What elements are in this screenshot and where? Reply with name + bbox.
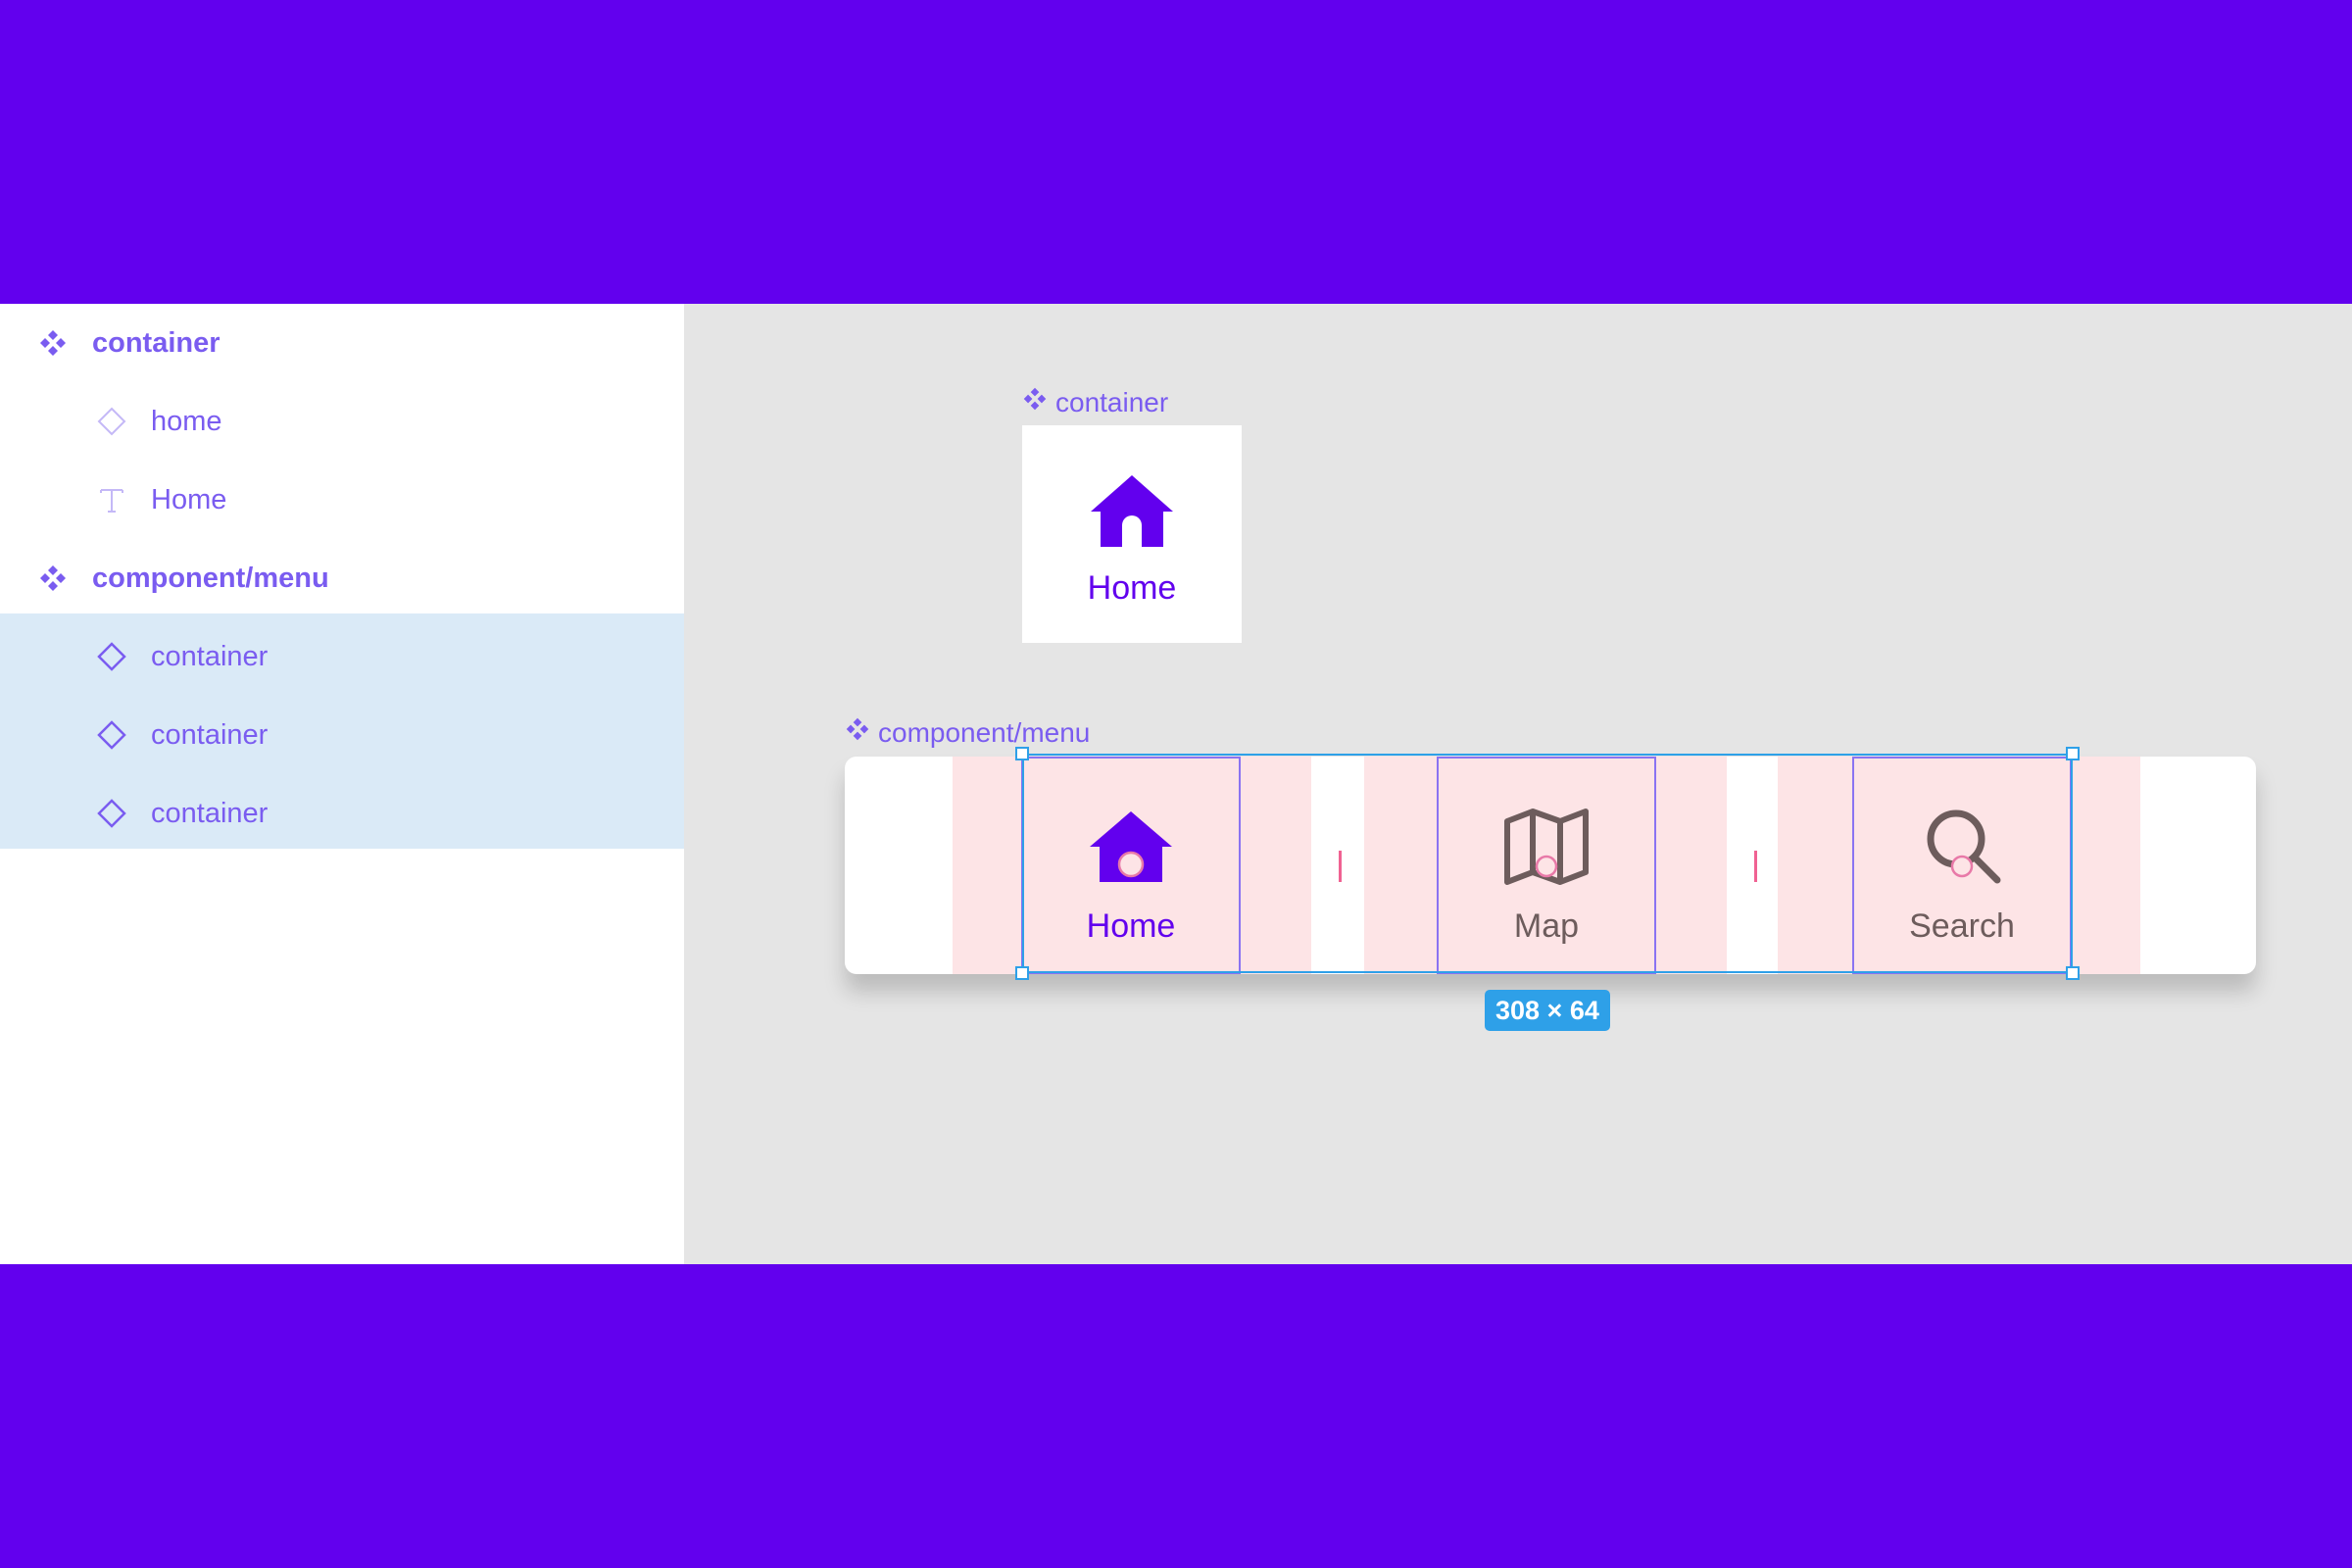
layer-label: container <box>92 326 220 359</box>
menu-item-map[interactable]: Map <box>1437 757 1656 974</box>
selection-size-badge: 308 × 64 <box>1485 990 1610 1031</box>
layer-container-1[interactable]: container <box>0 617 684 696</box>
design-canvas[interactable]: container Home component/menu <box>684 304 2352 1264</box>
container-frame-label[interactable]: container <box>1022 386 1168 418</box>
frame-label-text: component/menu <box>878 716 1091 748</box>
spacing-marker <box>1339 851 1342 882</box>
menu-item-label: Home <box>1086 907 1176 945</box>
instance-icon <box>92 637 131 676</box>
layer-home-text[interactable]: Home <box>0 461 684 539</box>
instance-icon <box>92 794 131 833</box>
resize-handle-bottom-right[interactable] <box>2066 966 2080 980</box>
layer-container-3[interactable]: container <box>0 774 684 853</box>
search-icon <box>1915 800 2009 894</box>
resize-handle-top-right[interactable] <box>2066 747 2080 760</box>
padding-right <box>2070 757 2140 974</box>
gap-1-left <box>1241 757 1311 974</box>
menu-frame[interactable]: Home Map Search <box>845 757 2256 974</box>
gap-2-right <box>1778 757 1852 974</box>
layer-container-2[interactable]: container <box>0 696 684 774</box>
container-item-label: Home <box>1087 569 1177 607</box>
resize-handle-top-left[interactable] <box>1015 747 1029 760</box>
frame-label-text: container <box>1055 386 1169 417</box>
home-icon <box>1084 800 1178 894</box>
component-icon <box>33 323 73 363</box>
layer-label: component/menu <box>92 562 329 594</box>
home-icon <box>1087 472 1177 556</box>
layer-selection-highlight <box>0 613 684 849</box>
layer-label: container <box>151 640 269 672</box>
layer-home[interactable]: home <box>0 382 684 461</box>
gap-2-left <box>1656 757 1727 974</box>
container-frame[interactable]: Home <box>1022 425 1242 643</box>
component-icon <box>1022 386 1048 418</box>
menu-item-label: Map <box>1513 907 1580 945</box>
component-icon <box>33 559 73 598</box>
instance-icon <box>92 715 131 755</box>
menu-item-label: Search <box>1909 907 2015 945</box>
menu-frame-label[interactable]: component/menu <box>845 716 1090 749</box>
layer-label: Home <box>151 483 227 515</box>
map-icon <box>1499 800 1593 894</box>
layer-container[interactable]: container <box>0 304 684 382</box>
gap-1-right <box>1364 757 1439 974</box>
menu-item-search[interactable]: Search <box>1852 757 2072 974</box>
padding-left <box>953 757 1023 974</box>
layers-panel: container home Home component/menu conta <box>0 304 684 1264</box>
component-icon <box>845 716 870 749</box>
menu-item-home[interactable]: Home <box>1021 757 1241 974</box>
instance-icon <box>92 402 131 441</box>
layer-component-menu[interactable]: component/menu <box>0 539 684 617</box>
layer-label: home <box>151 405 222 437</box>
resize-handle-bottom-left[interactable] <box>1015 966 1029 980</box>
layer-label: container <box>151 797 269 829</box>
text-icon <box>92 480 131 519</box>
spacing-marker <box>1754 851 1757 882</box>
stage: container home Home component/menu conta <box>0 304 2352 1264</box>
layer-label: container <box>151 718 269 751</box>
